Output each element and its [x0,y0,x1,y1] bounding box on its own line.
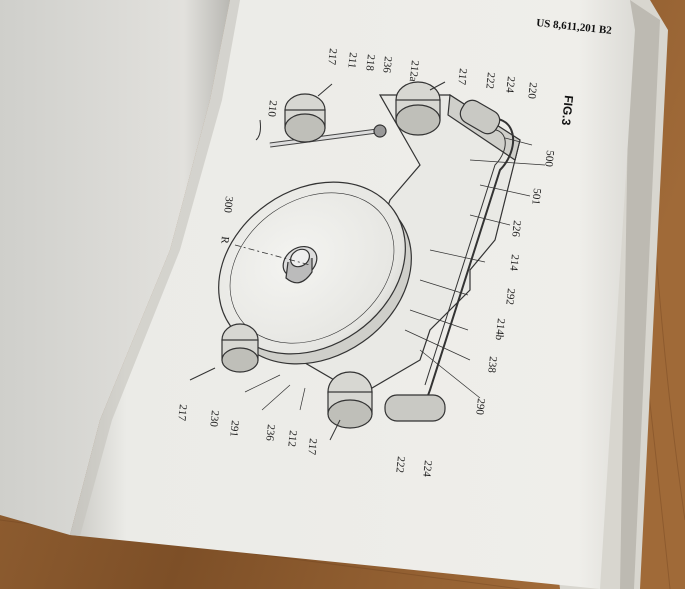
label-210: 210 [265,100,279,118]
label-212a: 212a [407,60,421,83]
label-236: 236 [380,56,394,74]
label-224: 224 [420,460,434,478]
label-222: 222 [393,456,407,474]
label-214: 214 [507,254,521,272]
label-222: 222 [483,72,497,90]
label-500: 500 [542,150,556,168]
label-224: 224 [503,76,517,94]
label-217: 217 [305,438,319,456]
label-214b: 214b [493,318,507,342]
label-212: 212 [285,430,299,448]
label-236: 236 [263,424,277,442]
label-300: 300 [221,196,235,214]
label-292: 292 [503,288,517,306]
label-291: 291 [227,420,241,438]
label-220: 220 [525,82,539,100]
label-290: 290 [473,398,487,416]
label-211: 211 [345,52,359,69]
label-217: 217 [455,68,469,86]
label-501: 501 [529,188,543,206]
label-217: 217 [175,404,189,422]
label-230: 230 [207,410,221,428]
label-226: 226 [509,220,523,238]
label-217: 217 [325,48,339,66]
label-238: 238 [485,356,499,374]
label-218: 218 [363,54,377,72]
